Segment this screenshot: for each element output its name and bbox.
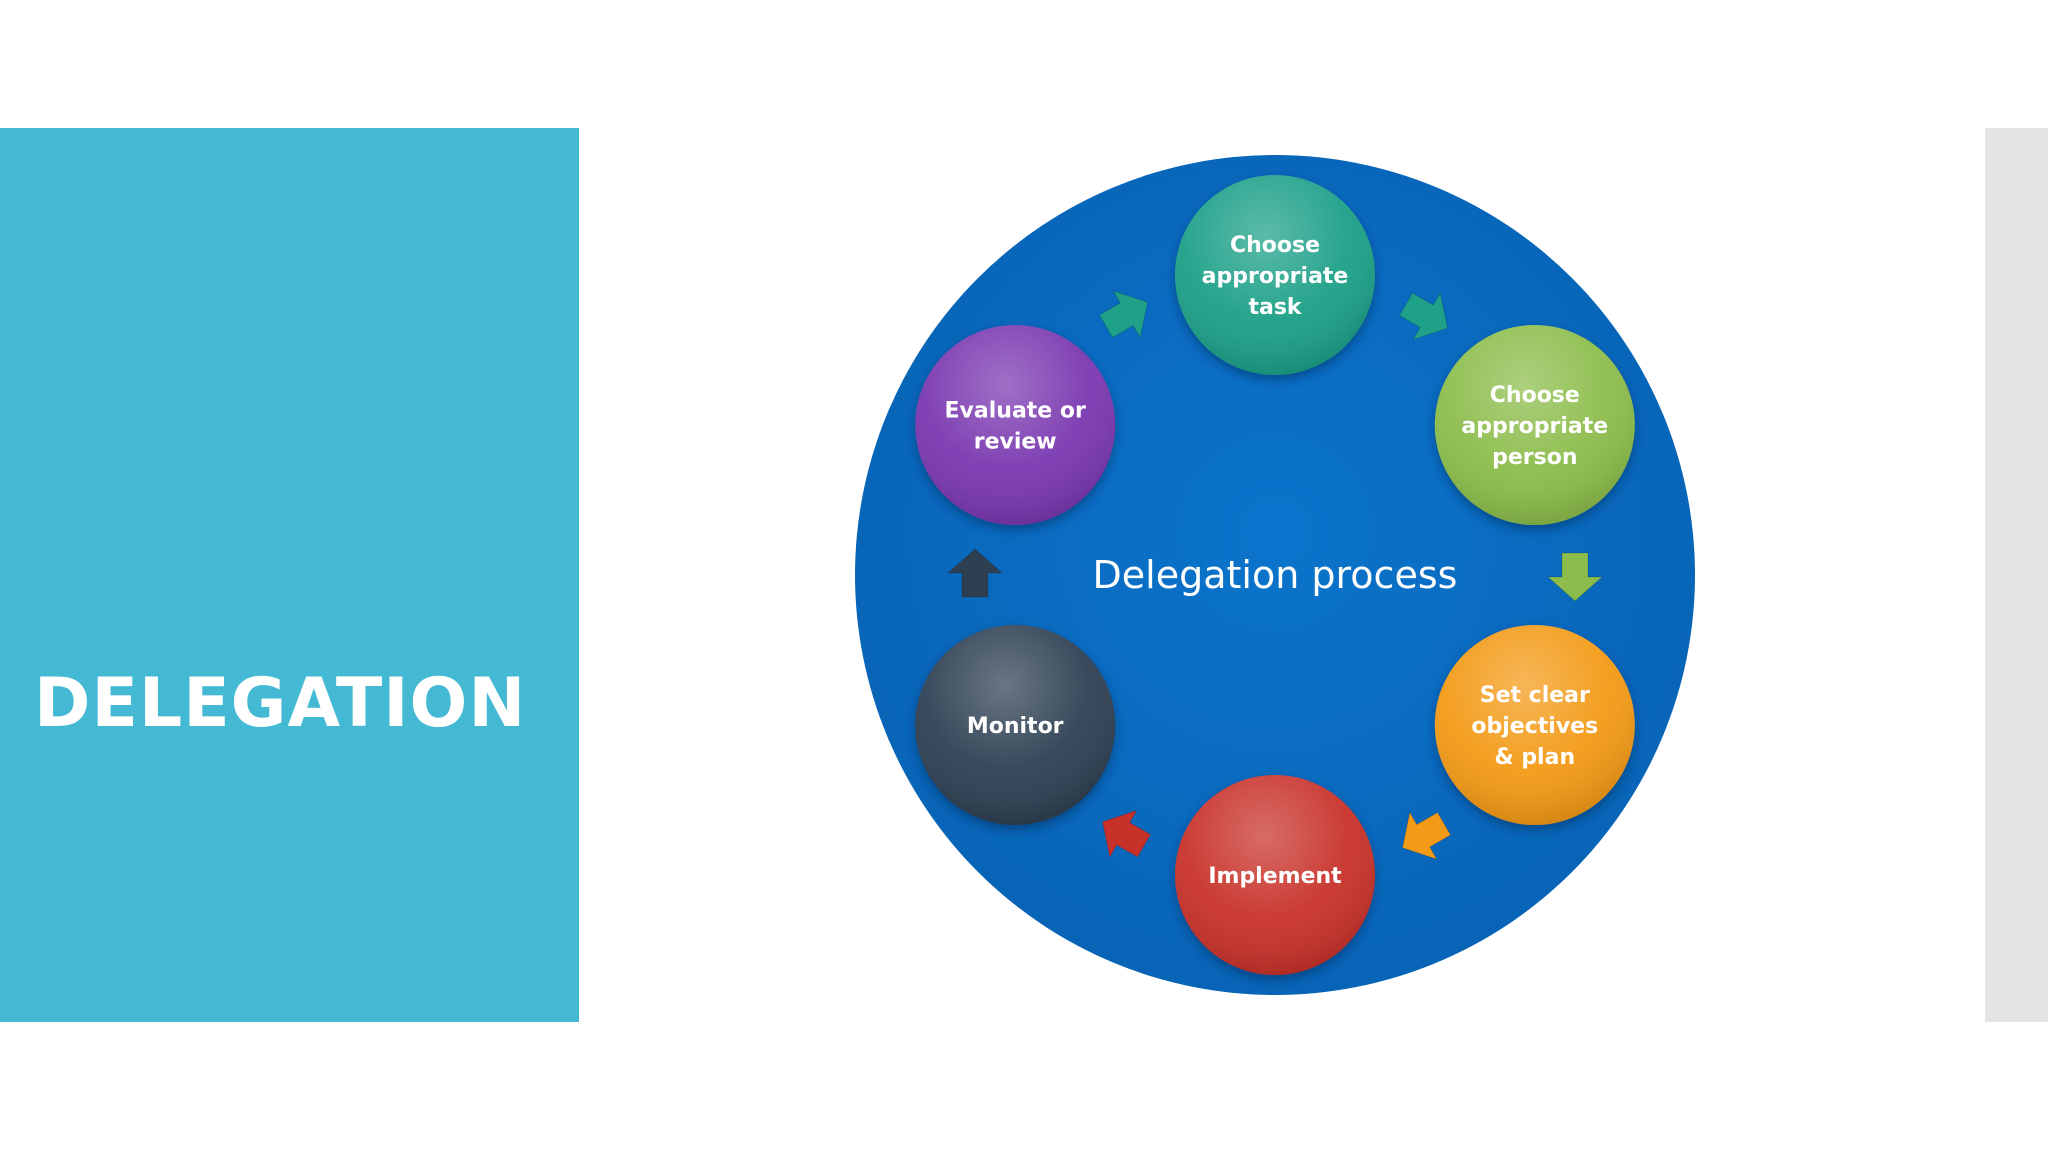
step-label-line: appropriate bbox=[1202, 264, 1349, 289]
delegation-process-diagram: Delegation process Choose appropriate task… bbox=[850, 150, 1700, 1000]
step-label-line: Implement bbox=[1208, 864, 1342, 889]
step-label-line: Set clear bbox=[1480, 683, 1590, 708]
arrow-shape bbox=[946, 548, 1004, 598]
arrow-shape bbox=[1098, 289, 1149, 339]
side-strip bbox=[1985, 128, 2048, 1022]
flow-arrow-choose-person bbox=[1546, 552, 1604, 602]
step-label-line: Choose bbox=[1230, 233, 1320, 258]
flow-arrow-implement bbox=[1101, 809, 1152, 859]
flow-arrow-choose-task bbox=[1398, 291, 1449, 341]
flow-arrow-monitor bbox=[946, 548, 1004, 598]
arrow-shape bbox=[1101, 809, 1152, 859]
flow-arrow-set-objectives bbox=[1401, 811, 1452, 861]
slide-title: DELEGATION bbox=[34, 664, 527, 743]
step-node-choose-person: Choose appropriate person bbox=[1434, 325, 1635, 525]
step-label-line: Choose bbox=[1490, 383, 1580, 408]
step-circle-shine bbox=[1175, 175, 1375, 375]
step-label-line: task bbox=[1248, 295, 1302, 320]
arrow-shape bbox=[1401, 811, 1452, 861]
step-label-line: person bbox=[1492, 445, 1577, 470]
step-node-set-objectives: Set clear objectives & plan bbox=[1434, 625, 1635, 825]
step-circle-shine bbox=[1434, 625, 1635, 825]
step-node-evaluate: Evaluate or review bbox=[915, 325, 1116, 525]
center-label: Delegation process bbox=[1093, 553, 1458, 597]
step-node-implement: Implement bbox=[1175, 775, 1375, 975]
step-node-monitor: Monitor bbox=[915, 625, 1116, 825]
step-circle-shine bbox=[1434, 325, 1635, 525]
step-label-line: Monitor bbox=[967, 714, 1064, 739]
title-panel: DELEGATION bbox=[0, 128, 579, 1022]
flow-arrow-evaluate bbox=[1098, 289, 1149, 339]
step-label-line: appropriate bbox=[1461, 414, 1608, 439]
step-circle-shine bbox=[915, 625, 1116, 825]
arrow-shape bbox=[1398, 291, 1449, 341]
step-label-line: & plan bbox=[1494, 745, 1575, 770]
step-label-line: objectives bbox=[1471, 714, 1598, 739]
step-circle-shine bbox=[915, 325, 1116, 525]
step-circle-shine bbox=[1175, 775, 1375, 975]
cycle-diagram-svg: Delegation process Choose appropriate task… bbox=[855, 155, 1695, 995]
step-node-choose-task: Choose appropriate task bbox=[1175, 175, 1375, 375]
step-label-line: review bbox=[974, 430, 1057, 455]
step-label-line: Evaluate or bbox=[945, 399, 1086, 424]
arrow-shape bbox=[1546, 552, 1604, 602]
